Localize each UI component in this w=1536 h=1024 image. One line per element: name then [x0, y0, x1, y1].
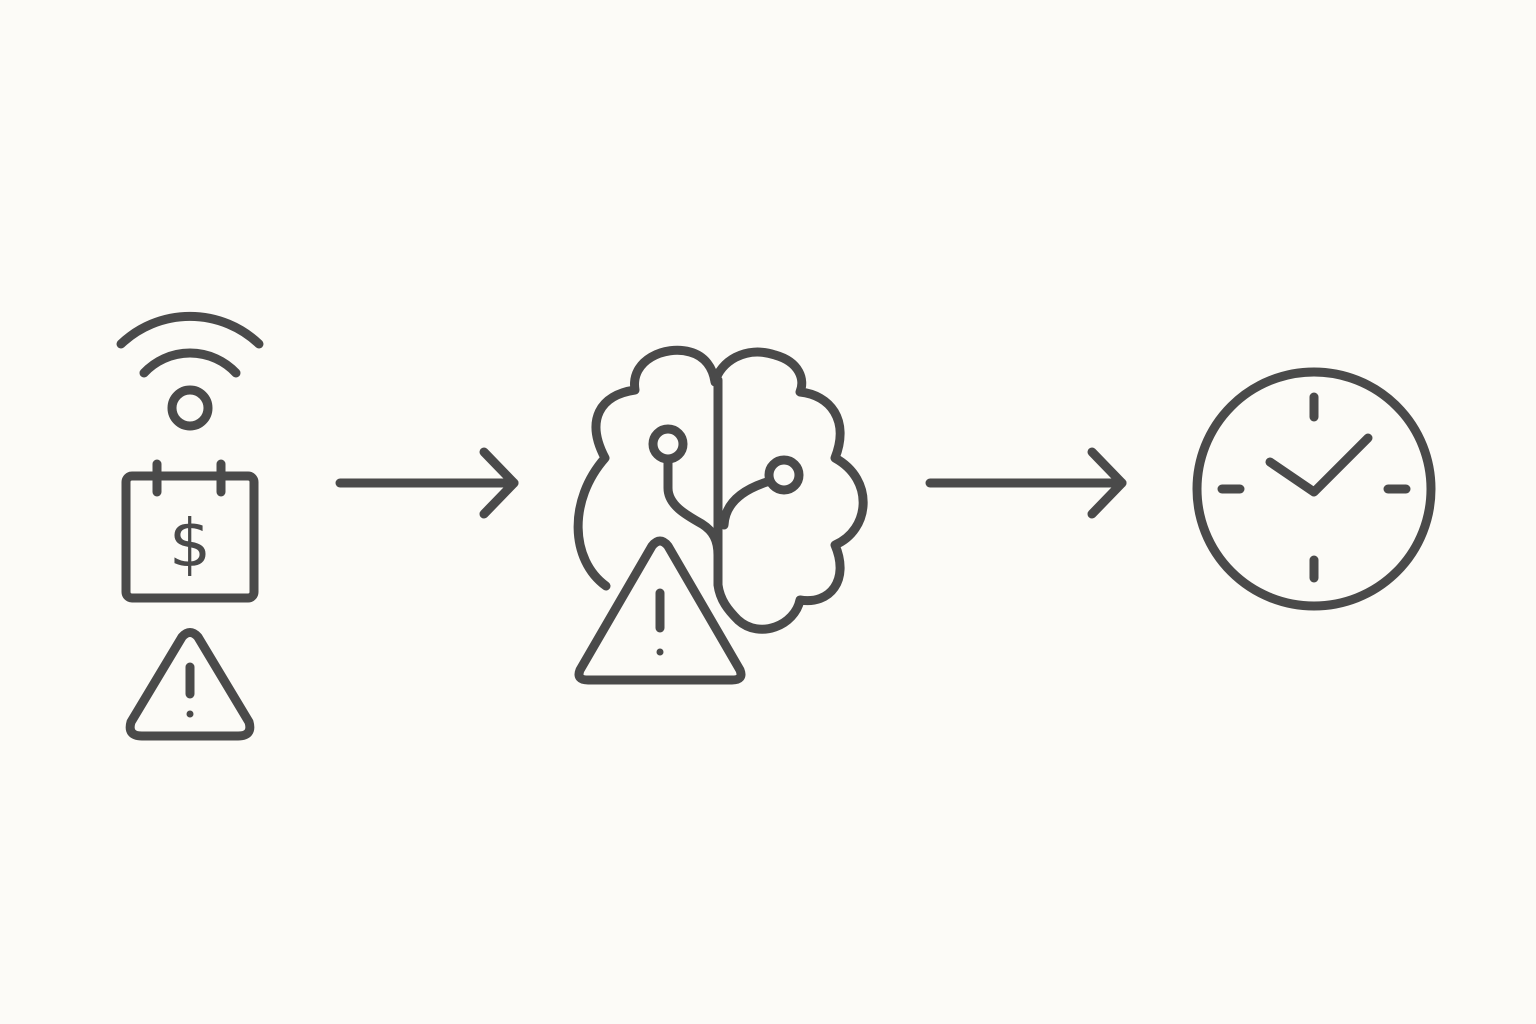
brain-circuit-icon	[573, 345, 868, 634]
arrow-right-icon	[925, 447, 1127, 519]
calendar-dollar-icon: $	[121, 459, 259, 603]
input-group: $	[116, 311, 264, 741]
warning-triangle-icon	[125, 628, 255, 741]
calendar-symbol: $	[169, 505, 211, 582]
warning-triangle-icon	[574, 536, 746, 685]
wifi-icon	[116, 311, 264, 431]
clock-icon	[1192, 367, 1436, 611]
arrow-right-icon	[335, 447, 519, 519]
